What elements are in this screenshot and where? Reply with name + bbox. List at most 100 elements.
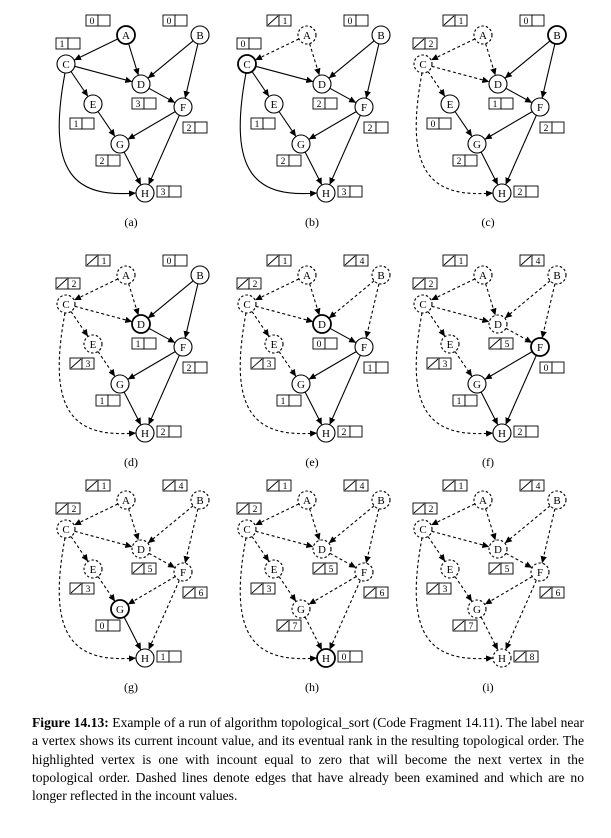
vertex-circle bbox=[530, 337, 550, 357]
vertex-G: G bbox=[467, 134, 487, 154]
edge-A-C bbox=[73, 38, 119, 61]
incount-value: 1 bbox=[60, 40, 65, 50]
incount-value: 2 bbox=[518, 428, 523, 438]
vertex-label: D bbox=[318, 319, 326, 331]
label-box-D: 1 bbox=[488, 97, 514, 110]
vertex-label: C bbox=[243, 299, 250, 311]
rank-value: 6 bbox=[556, 589, 561, 599]
label-box-A: 1 bbox=[266, 479, 292, 492]
removed-slash bbox=[520, 480, 532, 491]
label-box-F: 1 bbox=[363, 361, 389, 374]
edge-B-F bbox=[540, 43, 556, 99]
vertex-label: B bbox=[553, 270, 560, 282]
vertex-label: G bbox=[473, 379, 481, 391]
label-box-H: 2 bbox=[156, 425, 182, 438]
removed-slash bbox=[443, 255, 455, 266]
vertex-circle bbox=[312, 539, 332, 559]
rank-cell bbox=[288, 619, 302, 632]
edge-A-C bbox=[430, 38, 476, 61]
rank-cell bbox=[262, 582, 276, 595]
rank-cell bbox=[424, 37, 438, 50]
rank-cell bbox=[454, 14, 468, 27]
edge-C-E bbox=[70, 71, 89, 97]
removed-slash bbox=[489, 563, 501, 574]
rank-cell bbox=[424, 502, 438, 515]
vertex-label: B bbox=[196, 495, 203, 507]
edge-D-F bbox=[329, 87, 357, 104]
edge-F-H bbox=[148, 354, 180, 426]
label-box-C: 0 bbox=[236, 37, 262, 50]
rank-value: 1 bbox=[283, 482, 288, 492]
rank-value: 5 bbox=[329, 565, 334, 575]
rank-value: 6 bbox=[199, 589, 204, 599]
edge-B-D bbox=[504, 280, 551, 319]
edge-F-G bbox=[127, 576, 176, 605]
vertex-circle bbox=[312, 74, 332, 94]
vertex-F: F bbox=[530, 562, 550, 582]
rank-value: 8 bbox=[530, 653, 535, 663]
label-box-E: 3 bbox=[69, 582, 95, 595]
label-box-B: 0 bbox=[343, 14, 369, 27]
vertex-circle bbox=[190, 490, 210, 510]
rank-cell bbox=[531, 479, 545, 492]
rank-value: 2 bbox=[253, 280, 258, 290]
vertex-label: C bbox=[62, 524, 69, 536]
vertex-circle bbox=[56, 54, 76, 74]
edge-A-C bbox=[254, 38, 300, 61]
removed-slash bbox=[443, 480, 455, 491]
label-box-A: 1 bbox=[85, 479, 111, 492]
vertex-label: C bbox=[243, 524, 250, 536]
edge-F-G bbox=[127, 351, 176, 380]
rank-value: 7 bbox=[293, 622, 298, 632]
rank-value: 4 bbox=[536, 257, 541, 267]
caption-function-name: topological_sort bbox=[280, 715, 370, 730]
edge-B-D bbox=[147, 280, 194, 319]
vertex-label: A bbox=[479, 495, 487, 507]
incount-value: 0 bbox=[524, 17, 529, 27]
incount-value: 0 bbox=[317, 340, 322, 350]
incount-value: 1 bbox=[281, 397, 286, 407]
vertex-B: B bbox=[547, 490, 567, 510]
vertex-C: C bbox=[56, 519, 76, 539]
vertex-F: F bbox=[530, 97, 550, 117]
rank-cell bbox=[248, 502, 262, 515]
rank-value: 1 bbox=[283, 257, 288, 267]
edge-D-F bbox=[505, 87, 533, 104]
vertex-A: A bbox=[473, 25, 493, 45]
label-box-B: 0 bbox=[162, 14, 188, 27]
removed-slash bbox=[364, 587, 376, 598]
rank-cell bbox=[107, 394, 121, 407]
incount-value: 1 bbox=[255, 120, 260, 130]
rank-cell bbox=[67, 277, 81, 290]
vertex-label: G bbox=[297, 379, 305, 391]
label-box-E: 3 bbox=[250, 357, 276, 370]
rank-cell bbox=[355, 254, 369, 267]
vertex-label: A bbox=[479, 270, 487, 282]
vertex-label: G bbox=[473, 604, 481, 616]
removed-slash bbox=[277, 620, 289, 631]
rank-cell bbox=[143, 337, 157, 350]
rank-cell bbox=[278, 479, 292, 492]
rank-cell bbox=[551, 121, 565, 134]
label-box-E: 3 bbox=[426, 357, 452, 370]
rank-cell bbox=[278, 14, 292, 27]
label-box-A: 1 bbox=[442, 254, 468, 267]
figure-caption: Figure 14.13: Example of a run of algori… bbox=[32, 714, 584, 805]
edge-A-C bbox=[430, 503, 476, 526]
vertex-circle bbox=[135, 423, 155, 443]
vertex-G: G bbox=[110, 599, 130, 619]
vertex-C: C bbox=[237, 54, 257, 74]
edge-G-H bbox=[480, 151, 499, 186]
vertex-E: E bbox=[83, 559, 103, 579]
vertex-E: E bbox=[83, 94, 103, 114]
rank-cell bbox=[143, 562, 157, 575]
removed-slash bbox=[413, 38, 425, 49]
vertex-circle bbox=[354, 97, 374, 117]
vertex-label: F bbox=[537, 567, 543, 579]
label-box-F: 6 bbox=[539, 586, 565, 599]
vertex-circle bbox=[237, 294, 257, 314]
vertex-E: E bbox=[440, 334, 460, 354]
vertex-label: B bbox=[377, 495, 384, 507]
